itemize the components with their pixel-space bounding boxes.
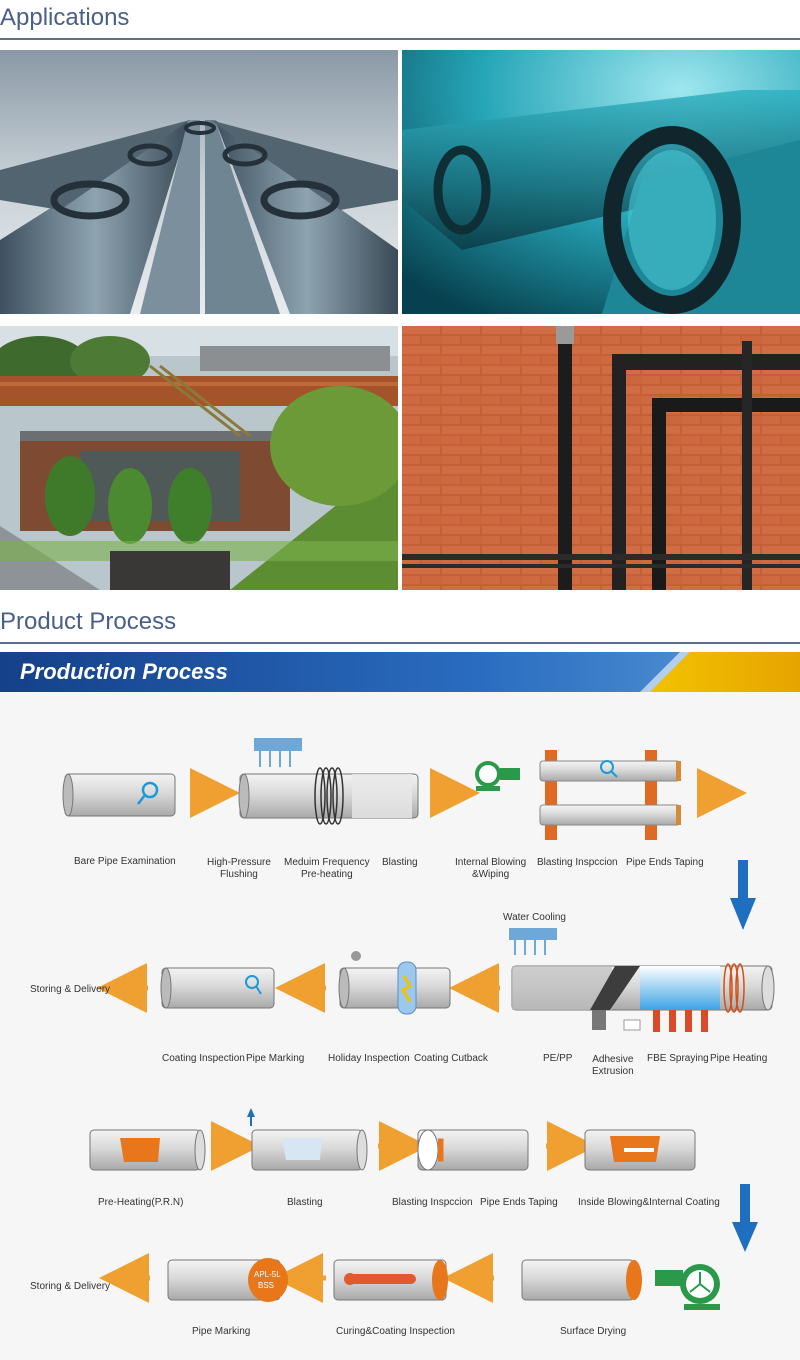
label-inside-blowing-coating: Inside Blowing&Internal Coating (578, 1197, 720, 1208)
label-pipe-marking-2: Pipe Marking (192, 1326, 251, 1337)
surface-drying-pipe-icon (521, 1259, 720, 1310)
underwater-pipe-photo (402, 50, 800, 314)
label-internal-blowing: Internal Blowing &Wiping (455, 857, 527, 880)
label-curing-inspection: Curing&Coating Inspection (336, 1326, 455, 1337)
production-process-banner: Production Process (0, 652, 800, 692)
coating-line-icon (509, 928, 775, 1032)
label-blasting-inspection-2: Blasting Inspccion (392, 1197, 473, 1208)
label-adhesive-extrusion: Adhesive Extrusion (592, 1054, 634, 1077)
process-diagram: Water Cooling Bare Pipe Examination High… (0, 692, 800, 1360)
end-taping-pipe-icon (417, 1129, 529, 1171)
label-surface-drying: Surface Drying (560, 1326, 627, 1337)
pipe-marking-icon (167, 1258, 288, 1302)
section-divider (0, 38, 800, 40)
coating-inspection-pipe-icon (160, 967, 275, 1009)
label-fbe-spraying: FBE Spraying (647, 1053, 709, 1064)
brick-wall-pipes-photo (402, 326, 800, 590)
label-blasting-internal: Blasting (287, 1197, 323, 1208)
label-pipe-heating: Pipe Heating (710, 1053, 768, 1064)
industrial-plant-pipe-photo (0, 326, 398, 590)
bare-pipe-icon (62, 773, 176, 817)
label-high-pressure-flushing: High-Pressure Flushing (207, 857, 271, 880)
stamp-bss: BSS (258, 1281, 275, 1290)
curing-inspection-pipe-icon (333, 1259, 448, 1301)
flushing-blasting-pipe-icon (238, 738, 419, 825)
section-title-applications: Applications (0, 4, 130, 31)
label-holiday-inspection: Holiday Inspection (328, 1053, 410, 1064)
down-arrow-icon (732, 1184, 758, 1252)
label-pipe-ends-taping: Pipe Ends Taping (626, 857, 704, 868)
label-pipe-marking: Pipe Marking (246, 1053, 305, 1064)
internal-blasting-pipe-icon (247, 1108, 368, 1171)
label-storing-delivery-2: Storing & Delivery (30, 1281, 111, 1292)
label-pipe-ends-taping-2: Pipe Ends Taping (480, 1197, 558, 1208)
internal-coating-pipe-icon (584, 1129, 696, 1171)
elevated-pipeline-photo (0, 50, 398, 314)
label-storing-delivery: Storing & Delivery (30, 984, 111, 995)
banner-title: Production Process (20, 659, 228, 684)
label-bare-pipe-examination: Bare Pipe Examination (74, 856, 176, 867)
label-pe-pp: PE/PP (543, 1053, 573, 1064)
section-title-product-process: Product Process (0, 608, 177, 635)
label-coating-cutback: Coating Cutback (414, 1053, 488, 1064)
blower-icon (475, 761, 520, 791)
label-blasting-inspection: Blasting Inspccion (537, 857, 618, 868)
label-blasting: Blasting (382, 857, 418, 868)
stamp-apl: APL-5L (254, 1270, 281, 1279)
blasting-inspection-pipes-icon (539, 750, 681, 840)
section-divider (0, 642, 800, 644)
label-coating-inspection: Coating Inspection (162, 1053, 245, 1064)
preheating-pipe-icon (89, 1129, 206, 1171)
holiday-inspection-pipe-icon (338, 951, 451, 1015)
label-water-cooling: Water Cooling (503, 912, 566, 923)
down-arrow-icon (730, 860, 756, 930)
label-pre-heating-prn: Pre-Heating(P.R.N) (98, 1197, 184, 1208)
label-pre-heating: Meduim Frequency Pre-heating (284, 857, 370, 880)
